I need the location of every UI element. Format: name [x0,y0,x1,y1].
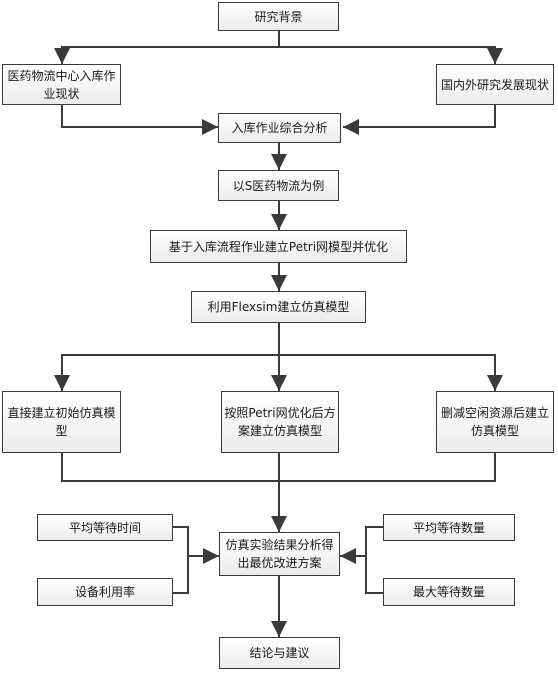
node-research-background: 研究背景 [218,2,339,31]
node-experiment-analysis: 仿真实验结果分析得出最优改进方案 [219,532,340,576]
node-flexsim-model: 利用Flexsim建立仿真模型 [191,291,366,323]
node-flexsim-model-label: 利用Flexsim建立仿真模型 [207,300,350,314]
node-example-label: 以S医药物流为例 [232,178,325,193]
connector-domestic-to-analysis [343,105,496,135]
node-optimized-model: 按照Petri网优化后方案建立仿真模型 [221,391,339,453]
node-avg-wait-time: 平均等待时间 [37,514,173,541]
node-conclusion-label: 结论与建议 [249,646,310,660]
node-idle-removed-model-label: 删减空闲资源后建立仿真模型 [440,406,549,438]
node-pharma-status: 医药物流中心入库作业现状 [2,64,121,105]
node-domestic-research: 国内外研究发展现状 [436,64,554,105]
node-equipment-utilization-label: 设备利用率 [74,585,135,599]
node-initial-model-label: 直接建立初始仿真模型 [7,406,116,438]
connector-to-initial-model [54,354,279,391]
node-conclusion: 结论与建议 [219,637,340,669]
connector-to-idle-removed-model [279,354,503,391]
node-experiment-analysis-label: 仿真实验结果分析得出最优改进方案 [225,538,334,570]
node-petri-model-label: 基于入库流程作业建立Petri网模型并优化 [168,239,389,254]
connector-to-domestic-research [279,46,503,64]
connector-to-pharma-status [54,46,279,64]
node-analysis: 入库作业综合分析 [218,113,341,143]
connector-avg-wait-count [365,526,383,594]
node-petri-model: 基于入库流程作业建立Petri网模型并优化 [150,230,407,263]
node-research-background-label: 研究背景 [254,9,303,24]
node-pharma-status-label: 医药物流中心入库作业现状 [7,68,116,101]
node-analysis-label: 入库作业综合分析 [231,121,328,135]
node-avg-wait-count-label: 平均等待数量 [412,520,485,535]
node-example: 以S医药物流为例 [218,170,339,201]
node-optimized-model-label: 按照Petri网优化后方案建立仿真模型 [224,406,336,438]
node-max-wait-count: 最大等待数量 [383,578,515,606]
node-domestic-research-label: 国内外研究发展现状 [440,77,549,92]
node-avg-wait-count: 平均等待数量 [383,514,515,541]
node-idle-removed-model: 删减空闲资源后建立仿真模型 [436,391,554,453]
node-avg-wait-time-label: 平均等待时间 [68,520,141,535]
node-equipment-utilization: 设备利用率 [37,578,173,606]
connector-avg-wait-time [173,526,189,594]
node-initial-model: 直接建立初始仿真模型 [2,391,121,453]
connector-pharma-to-analysis [61,105,218,135]
node-max-wait-count-label: 最大等待数量 [412,585,485,599]
